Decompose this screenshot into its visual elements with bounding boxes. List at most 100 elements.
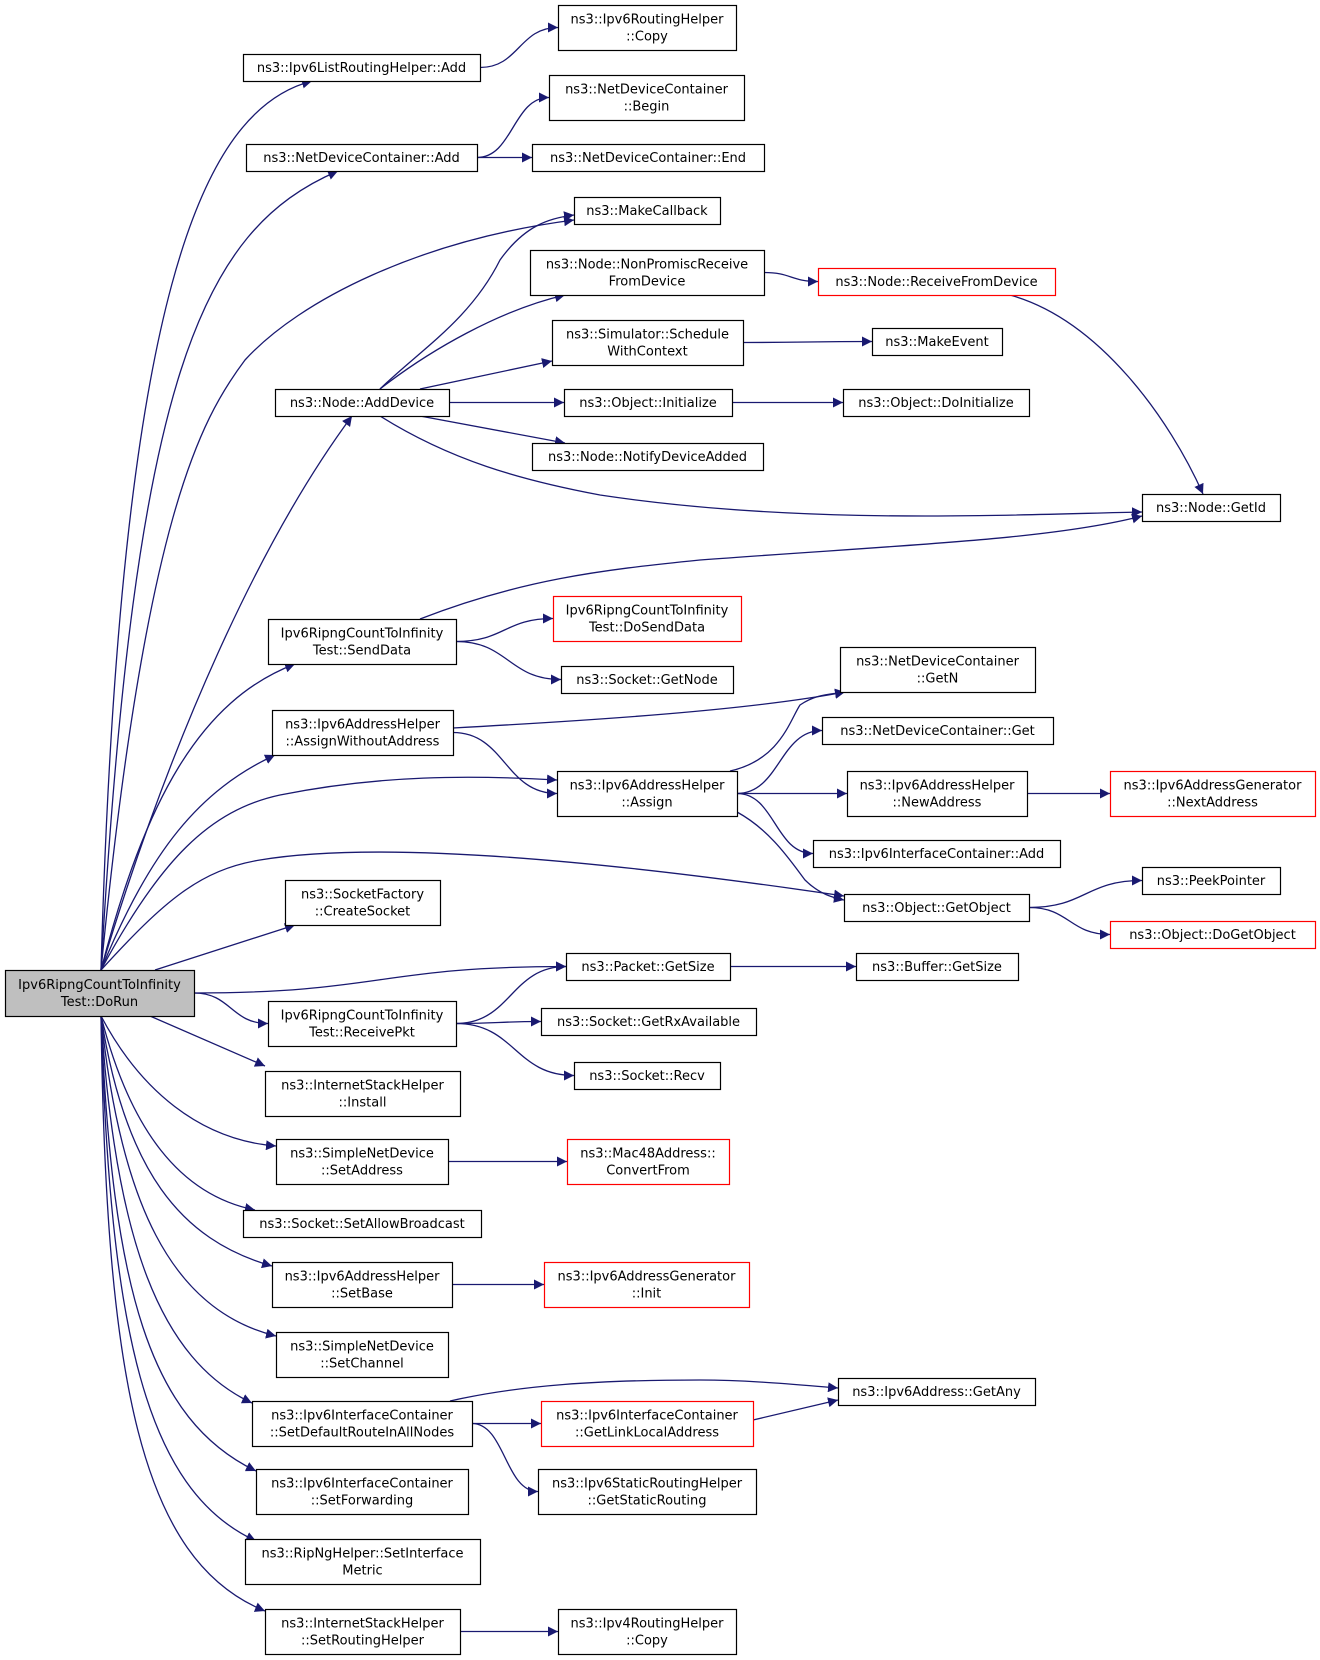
- node-getstaticrouting[interactable]: ns3::Ipv6StaticRoutingHelper::GetStaticR…: [537, 1468, 758, 1516]
- edge-dorun-to-senddata: [100, 662, 296, 971]
- node-ndcbegin[interactable]: ns3::NetDeviceContainer::Begin: [548, 74, 746, 122]
- node-label: ::SetAddress: [321, 1164, 403, 1179]
- node-ndcget[interactable]: ns3::NetDeviceContainer::Get: [821, 716, 1055, 746]
- edge-dorun-to-assignwithout: [100, 754, 276, 971]
- node-socketrecv[interactable]: ns3::Socket::Recv: [573, 1061, 722, 1091]
- edge-adddevice-to-makecallback: [379, 211, 575, 390]
- node-ipv6icadd[interactable]: ns3::Ipv6InterfaceContainer::Add: [812, 839, 1062, 869]
- node-receivefromdevice[interactable]: ns3::Node::ReceiveFromDevice: [817, 267, 1057, 297]
- node-box: [557, 4, 738, 52]
- node-label: ns3::NetDeviceContainer: [856, 655, 1020, 670]
- edge-adddevice-to-schedulewithcontext: [419, 358, 553, 390]
- node-assign[interactable]: ns3::Ipv6AddressHelper::Assign: [556, 770, 739, 818]
- node-getobject[interactable]: ns3::Object::GetObject: [843, 893, 1031, 923]
- node-label: ::GetLinkLocalAddress: [575, 1426, 719, 1441]
- node-label: ns3::Node::NonPromiscReceive: [546, 258, 748, 273]
- node-ndcadd[interactable]: ns3::NetDeviceContainer::Add: [245, 143, 479, 173]
- node-adddevice[interactable]: ns3::Node::AddDevice: [274, 388, 451, 418]
- node-routingcopy[interactable]: ns3::Ipv6RoutingHelper::Copy: [557, 4, 738, 52]
- node-nextaddress[interactable]: ns3::Ipv6AddressGenerator::NextAddress: [1109, 770, 1317, 818]
- node-createsocket[interactable]: ns3::SocketFactory::CreateSocket: [284, 879, 442, 927]
- edge-dorun-to-ndcadd: [100, 170, 339, 971]
- node-dogetobject[interactable]: ns3::Object::DoGetObject: [1109, 920, 1317, 950]
- node-box: [871, 327, 1004, 357]
- node-notifydeviceadded[interactable]: ns3::Node::NotifyDeviceAdded: [531, 442, 765, 472]
- node-box: [540, 1400, 755, 1448]
- node-nodegetid[interactable]: ns3::Node::GetId: [1141, 493, 1282, 523]
- node-label: ns3::Socket::GetRxAvailable: [557, 1015, 740, 1030]
- edge-getlinklocal-to-getany: [752, 1397, 839, 1421]
- node-ipv4copy[interactable]: ns3::Ipv4RoutingHelper::Copy: [557, 1608, 738, 1656]
- edge-receivepkt-to-packetgetsize: [455, 961, 567, 1025]
- node-geninit[interactable]: ns3::Ipv6AddressGenerator::Init: [543, 1261, 751, 1309]
- node-setallowbroadcast[interactable]: ns3::Socket::SetAllowBroadcast: [242, 1209, 483, 1239]
- node-objinit[interactable]: ns3::Object::Initialize: [563, 388, 734, 418]
- node-label: ::Assign: [621, 796, 672, 811]
- node-assignwithout[interactable]: ns3::Ipv6AddressHelper::AssignWithoutAdd…: [271, 709, 455, 757]
- node-newaddress[interactable]: ns3::Ipv6AddressHelper::NewAddress: [846, 770, 1029, 818]
- node-socketgetnode[interactable]: ns3::Socket::GetNode: [560, 665, 735, 695]
- node-ndcgetn[interactable]: ns3::NetDeviceContainer::GetN: [839, 646, 1037, 694]
- node-packetgetsize[interactable]: ns3::Packet::GetSize: [565, 952, 732, 982]
- node-label: Test::DoSendData: [588, 621, 705, 636]
- node-label: ns3::NetDeviceContainer::Add: [263, 151, 460, 166]
- node-label: ns3::Ipv4RoutingHelper: [571, 1617, 725, 1632]
- node-box: [812, 839, 1062, 869]
- node-objdoinit[interactable]: ns3::Object::DoInitialize: [842, 388, 1031, 418]
- node-box: [1141, 866, 1282, 896]
- edges-layer: [100, 22, 1204, 1637]
- node-box: [264, 1070, 462, 1118]
- node-ndcend[interactable]: ns3::NetDeviceContainer::End: [531, 143, 766, 173]
- node-label: Metric: [342, 1564, 382, 1579]
- node-label: ns3::Object::DoInitialize: [858, 396, 1014, 411]
- edge-dorun-to-setdefaultroute: [100, 1015, 253, 1404]
- node-install[interactable]: ns3::InternetStackHelper::Install: [264, 1070, 462, 1118]
- node-setdefaultroute[interactable]: ns3::Ipv6InterfaceContainer::SetDefaultR…: [251, 1400, 474, 1448]
- node-label: ns3::Ipv6AddressHelper: [285, 1270, 441, 1285]
- node-box: [1141, 493, 1282, 523]
- node-makecallback[interactable]: ns3::MakeCallback: [573, 196, 722, 226]
- edge-receivefromdevice-to-nodegetid: [1009, 294, 1204, 495]
- edge-dorun-to-setallowbroadcast: [100, 1015, 256, 1213]
- node-peekpointer[interactable]: ns3::PeekPointer: [1141, 866, 1282, 896]
- node-listadd[interactable]: ns3::Ipv6ListRoutingHelper::Add: [242, 53, 482, 83]
- node-label: ns3::SimpleNetDevice: [290, 1147, 434, 1162]
- node-label: ns3::Ipv6AddressHelper: [570, 779, 726, 794]
- node-box: [839, 646, 1037, 694]
- node-label: ns3::Node::GetId: [1156, 501, 1266, 516]
- node-label: ns3::Socket::GetNode: [576, 673, 717, 688]
- node-makeevent[interactable]: ns3::MakeEvent: [871, 327, 1004, 357]
- node-label: ns3::Ipv6AddressGenerator: [558, 1270, 737, 1285]
- node-label: ::GetN: [917, 672, 959, 687]
- edge-dorun-to-setbase: [100, 1015, 273, 1269]
- node-label: ns3::NetDeviceContainer::Get: [840, 724, 1035, 739]
- edge-assign-to-ipv6icadd: [736, 792, 814, 859]
- node-getrxavailable[interactable]: ns3::Socket::GetRxAvailable: [540, 1007, 758, 1037]
- node-setbase[interactable]: ns3::Ipv6AddressHelper::SetBase: [271, 1261, 454, 1309]
- node-setchannel[interactable]: ns3::SimpleNetDevice::SetChannel: [275, 1331, 450, 1379]
- edge-ndcadd-to-ndcbegin: [476, 92, 550, 159]
- node-setroutinghelper[interactable]: ns3::InternetStackHelper::SetRoutingHelp…: [264, 1608, 462, 1656]
- node-label: Ipv6RipngCountToInfinity: [18, 978, 181, 993]
- edge-dorun-to-setaddress: [100, 1015, 277, 1151]
- node-label: WithContext: [607, 345, 687, 360]
- node-box: [267, 1000, 458, 1048]
- node-label: ns3::Ipv6StaticRoutingHelper: [552, 1477, 743, 1492]
- node-getlinklocal[interactable]: ns3::Ipv6InterfaceContainer::GetLinkLoca…: [540, 1400, 755, 1448]
- node-label: ::AssignWithoutAddress: [286, 735, 440, 750]
- node-setforwarding[interactable]: ns3::Ipv6InterfaceContainer::SetForwardi…: [255, 1468, 470, 1516]
- node-setaddress[interactable]: ns3::SimpleNetDevice::SetAddress: [275, 1138, 450, 1186]
- node-getany[interactable]: ns3::Ipv6Address::GetAny: [837, 1377, 1037, 1407]
- node-label: ns3::MakeCallback: [586, 204, 708, 219]
- node-convertfrom[interactable]: ns3::Mac48Address::ConvertFrom: [566, 1138, 731, 1186]
- node-label: ::GetStaticRouting: [588, 1494, 707, 1509]
- node-buffergetsize[interactable]: ns3::Buffer::GetSize: [855, 952, 1020, 982]
